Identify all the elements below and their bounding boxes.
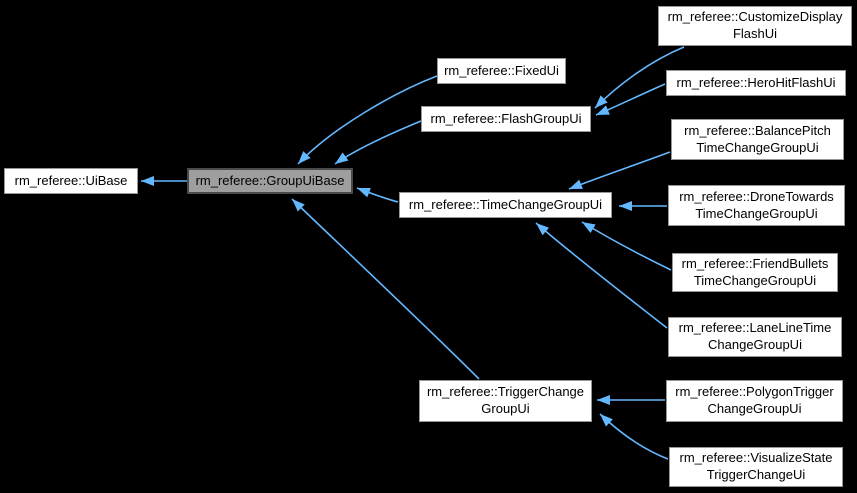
edge-balancepitch-to-timechangegroupui [568,151,671,190]
node-herohitflashui[interactable]: rm_referee::HeroHitFlashUi [666,70,846,96]
node-lanelinetimechangegroupui[interactable]: rm_referee::LaneLineTime ChangeGroupUi [668,317,842,357]
node-customizedisplayflashui[interactable]: rm_referee::CustomizeDisplay FlashUi [658,6,852,46]
node-groupuibase[interactable]: rm_referee::GroupUiBase [187,168,353,194]
node-triggerchangegroupui[interactable]: rm_referee::TriggerChange GroupUi [419,380,592,422]
edge-herohitflashui-to-flashgroupui [595,83,666,116]
node-flashgroupui[interactable]: rm_referee::FlashGroupUi [421,106,591,132]
edge-friendbullets-to-timechangegroupui [581,221,672,271]
node-label: rm_referee::TriggerChange GroupUi [426,384,585,416]
edge-fixedui-to-groupuibase [297,75,438,165]
node-label: rm_referee::HeroHitFlashUi [676,74,836,90]
node-timechangegroupui[interactable]: rm_referee::TimeChangeGroupUi [399,192,612,218]
node-label: rm_referee::BalancePitch TimeChangeGroup… [684,122,831,155]
node-balancepitchtimechangegroupui[interactable]: rm_referee::BalancePitch TimeChangeGroup… [671,119,844,160]
node-label: rm_referee::TimeChangeGroupUi [408,196,603,212]
node-label: rm_referee::CustomizeDisplay FlashUi [667,9,843,41]
edge-laneline-to-timechangegroupui [535,222,668,329]
node-label: rm_referee::FlashGroupUi [430,110,582,126]
node-label: rm_referee::UiBase [14,172,128,188]
node-label: rm_referee::PolygonTrigger ChangeGroupUi [675,384,834,416]
node-label: rm_referee::GroupUiBase [195,172,345,188]
node-label: rm_referee::VisualizeState TriggerChange… [679,450,833,482]
node-polygontriggerchangegroupui[interactable]: rm_referee::PolygonTrigger ChangeGroupUi [666,380,843,422]
edge-triggerchangegroupui-to-groupuibase [291,198,480,380]
edge-customizedisplayflashui-to-flashgroupui [594,46,685,109]
edge-visualizestate-to-triggerchangegroupui [599,413,669,460]
node-dronetowardstimechangegroupui[interactable]: rm_referee::DroneTowards TimeChangeGroup… [668,185,845,226]
node-label: rm_referee::FriendBullets TimeChangeGrou… [681,255,829,288]
node-label: rm_referee::FixedUi [444,62,559,78]
node-friendbulletstimechangegroupui[interactable]: rm_referee::FriendBullets TimeChangeGrou… [672,253,838,292]
node-label: rm_referee::DroneTowards TimeChangeGroup… [679,188,834,221]
node-visualizestatetriggerchangeui[interactable]: rm_referee::VisualizeState TriggerChange… [669,447,843,487]
node-label: rm_referee::LaneLineTime ChangeGroupUi [678,320,832,352]
edge-flashgroupui-to-groupuibase [334,120,422,165]
node-fixedui[interactable]: rm_referee::FixedUi [437,58,566,84]
node-uibase[interactable]: rm_referee::UiBase [4,168,138,194]
edge-timechangegroupui-to-groupuibase [356,187,399,203]
